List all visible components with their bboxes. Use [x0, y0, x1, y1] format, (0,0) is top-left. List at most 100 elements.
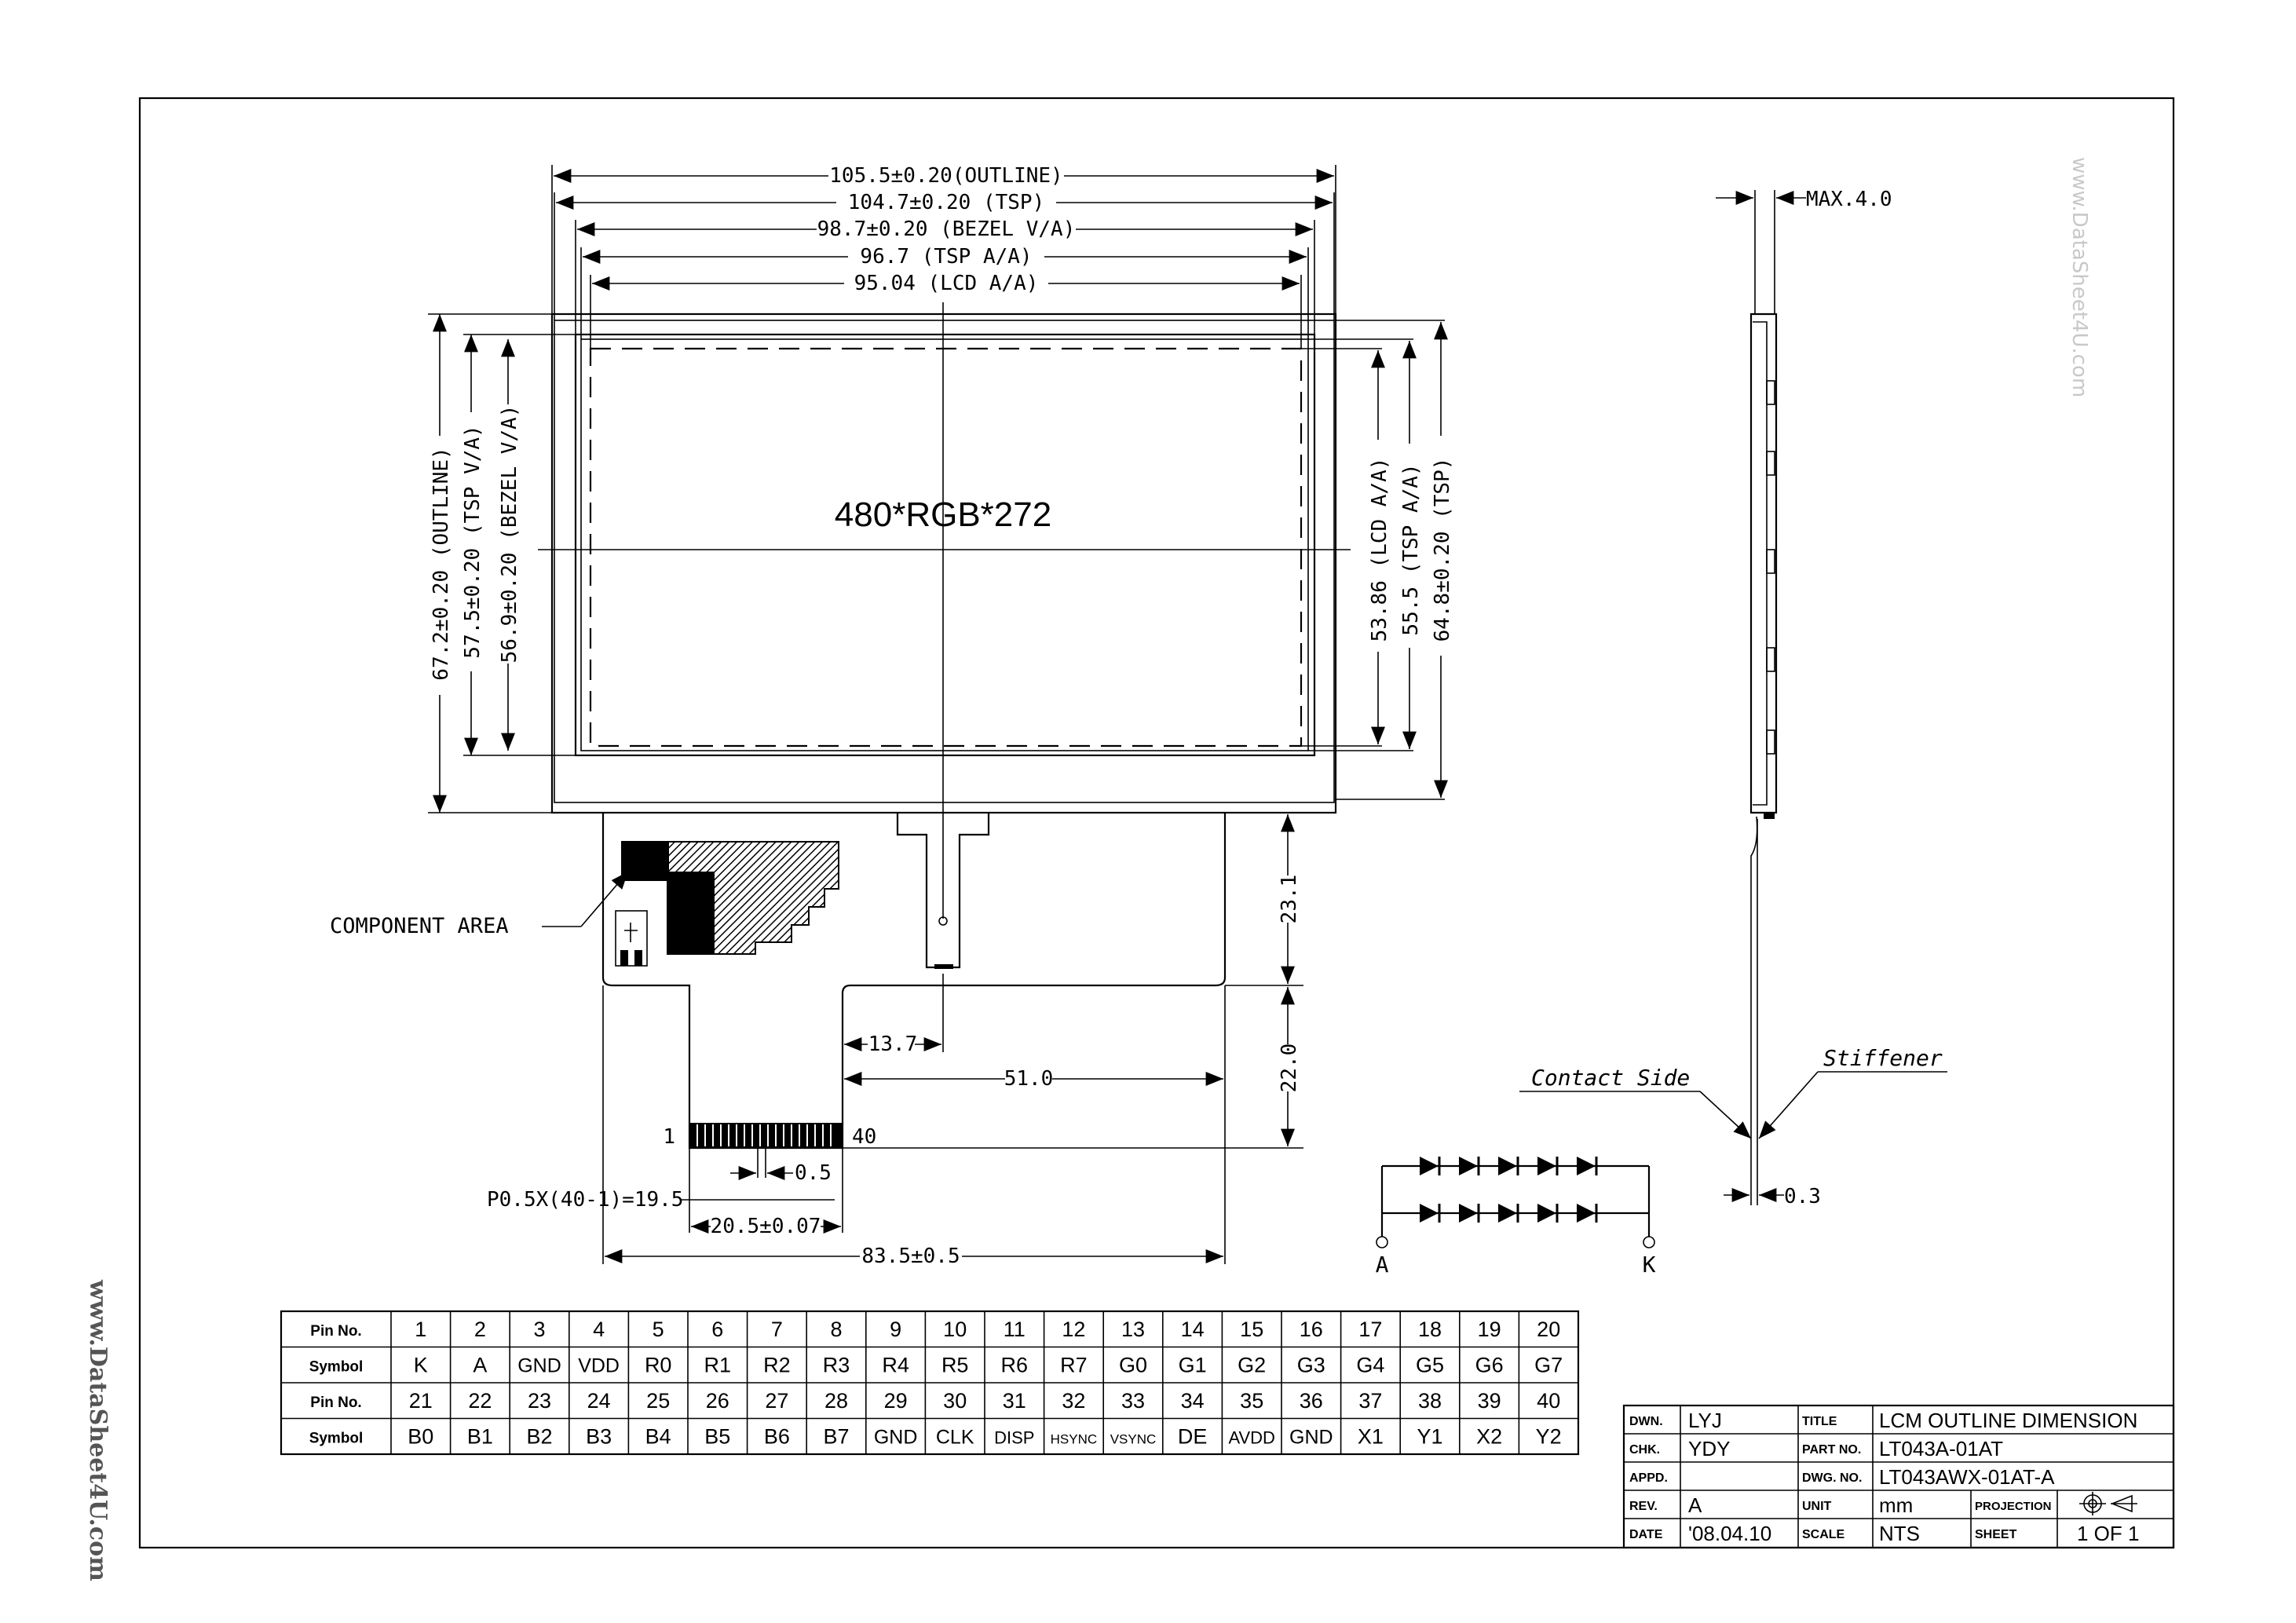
resolution-label: 480*RGB*272: [835, 495, 1051, 534]
pin-symbol-cell: G7: [1534, 1353, 1563, 1376]
pin-symbol-cell: R3: [823, 1353, 850, 1376]
pin-symbol-cell: A: [473, 1353, 487, 1376]
pin-number-cell: 6: [711, 1318, 723, 1341]
sheet-value: 1 OF 1: [2077, 1522, 2139, 1545]
pin-symbol-cell: R4: [882, 1353, 909, 1376]
pin-number-cell: 37: [1358, 1389, 1382, 1413]
led-circuit: A K: [1376, 1157, 1656, 1278]
pin-number-cell: 29: [884, 1389, 908, 1413]
top-dimensions: 105.5±0.20(OUTLINE) 104.7±0.20 (TSP) 98.…: [551, 163, 1336, 349]
module-side-profile: [1749, 313, 1778, 814]
pin-symbol-cell: DE: [1178, 1424, 1208, 1448]
pin-symbol-cell: B7: [823, 1424, 849, 1448]
pin-symbol-cell: AVDD: [1228, 1427, 1275, 1447]
dim-bezel-va-height: 56.9±0.20 (BEZEL V/A): [498, 405, 521, 663]
pin-number-cell: 8: [830, 1318, 842, 1341]
lcd-active-area: [589, 347, 1303, 748]
pin-symbol-cell: B1: [467, 1424, 493, 1448]
pin-number-cell: 5: [653, 1318, 664, 1341]
lcd-outline: [550, 313, 1337, 814]
tsp-outline: [554, 320, 1335, 803]
pin-number-cell: 24: [587, 1389, 611, 1413]
dim-tsp-va-height: 57.5±0.20 (TSP V/A): [461, 425, 484, 658]
pin-number-cell: 2: [474, 1318, 486, 1341]
pin-number-cell: 31: [1003, 1389, 1026, 1413]
cathode-label: K: [1643, 1252, 1656, 1278]
pin-symbol-cell: B6: [764, 1424, 790, 1448]
dim-fpc-23: 23.1: [1278, 875, 1301, 924]
pin-symbol-cell: X1: [1358, 1424, 1384, 1448]
pin-number-cell: 26: [706, 1389, 729, 1413]
dim-fpc-total-width: 83.5±0.5: [861, 1245, 960, 1268]
pin1-label: 1: [663, 1125, 675, 1149]
pin-number-cell: 28: [824, 1389, 848, 1413]
pin-symbol-cell: GND: [1289, 1426, 1333, 1448]
pin-symbol-cell: GND: [874, 1426, 918, 1448]
fpc-connector: [689, 1123, 843, 1148]
dim-lcd-aa-width: 95.04 (LCD A/A): [854, 272, 1039, 295]
pin-symbol-cell: G5: [1416, 1353, 1444, 1376]
pin-number-cell: 11: [1004, 1318, 1026, 1341]
component-area-label: COMPONENT AREA: [330, 914, 509, 938]
unit-value: mm: [1879, 1493, 1913, 1517]
projection-label: PROJECTION: [1975, 1500, 2052, 1513]
pin-number-cell: 38: [1418, 1389, 1442, 1413]
dim-tsp-height: 64.8±0.20 (TSP): [1431, 458, 1454, 642]
pin-number-cell: 17: [1358, 1318, 1382, 1341]
main-fpc: [601, 813, 1227, 1150]
pin-number-cell: 25: [646, 1389, 670, 1413]
dim-max-thickness: MAX.4.0: [1806, 188, 1892, 211]
appd-label: APPD.: [1629, 1471, 1668, 1485]
dwn-label: DWN.: [1629, 1415, 1663, 1428]
pin-number-cell: 7: [771, 1318, 783, 1341]
pin-symbol-cell: VDD: [578, 1354, 620, 1376]
pin-symbol-cell: K: [414, 1353, 428, 1376]
pin-number-cell: 18: [1418, 1318, 1442, 1341]
part-no-value: LT043A-01AT: [1879, 1437, 2003, 1460]
pin-symbol-cell: R1: [704, 1353, 732, 1376]
pin-number-cell: 21: [409, 1389, 433, 1413]
watermark-top-right: www.DataSheet4U.com: [2067, 157, 2091, 397]
pin-symbol-cell: Y2: [1536, 1424, 1562, 1448]
rev-value: A: [1688, 1493, 1702, 1517]
pin-number-cell: 3: [533, 1318, 545, 1341]
dim-fpc-thickness: 0.3: [1784, 1185, 1821, 1208]
dim-tsp-aa-width: 96.7 (TSP A/A): [860, 245, 1032, 269]
pin-symbol-cell: G3: [1297, 1353, 1325, 1376]
pin-symbol-cell: R6: [1001, 1353, 1029, 1376]
pin-table-row-label: Symbol: [309, 1358, 364, 1375]
rev-label: REV.: [1629, 1500, 1658, 1513]
pin-table-row-label: Pin No.: [310, 1323, 361, 1340]
scale-label: SCALE: [1802, 1528, 1845, 1541]
pin-symbol-cell: X2: [1476, 1424, 1502, 1448]
pin-symbol-cell: G1: [1179, 1353, 1207, 1376]
pin-symbol-cell: G4: [1356, 1353, 1384, 1376]
fpc-side: [1750, 816, 1758, 1178]
dwn-value: LYJ: [1688, 1409, 1722, 1432]
pin-symbol-cell: R7: [1060, 1353, 1088, 1376]
dim-offset-51-0: 51.0: [1004, 1067, 1054, 1091]
title-label: TITLE: [1802, 1415, 1837, 1428]
dim-fpc-22: 22.0: [1278, 1044, 1301, 1093]
drawing-frame: [138, 97, 2175, 1549]
lcd-front-view: 480*RGB*272: [538, 302, 1351, 919]
chk-label: CHK.: [1629, 1443, 1660, 1457]
side-view: MAX.4.0 Contact Side Stiffener 0.3: [1519, 188, 1947, 1208]
stiffener-label: Stiffener: [1823, 1045, 1943, 1071]
dim-outline-height: 67.2±0.20 (OUTLINE): [430, 447, 453, 680]
sheet-label: SHEET: [1975, 1528, 2017, 1541]
pin-symbol-cell: HSYNC: [1051, 1431, 1098, 1446]
pin-symbol-cell: B5: [704, 1424, 730, 1448]
unit-label: UNIT: [1802, 1500, 1832, 1513]
dim-pitch: 0.5: [795, 1161, 832, 1185]
bezel-viewing-area: [574, 333, 1316, 757]
pin-number-cell: 22: [468, 1389, 492, 1413]
part-no-label: PART NO.: [1802, 1443, 1861, 1457]
pin-number-cell: 1: [415, 1318, 426, 1341]
watermark-side: www.DataSheet4U.com: [84, 1279, 112, 1581]
title-block: DWN. LYJ TITLE LCM OUTLINE DIMENSION CHK…: [1622, 1404, 2175, 1549]
title-value: LCM OUTLINE DIMENSION: [1879, 1409, 2137, 1432]
dwg-no-value: LT043AWX-01AT-A: [1879, 1465, 2055, 1489]
pin-number-cell: 10: [943, 1318, 967, 1341]
